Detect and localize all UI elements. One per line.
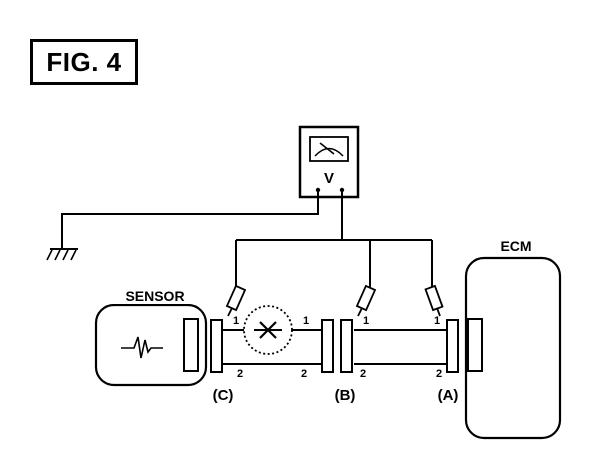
connector-b: [340, 319, 353, 373]
ground-lead: [46, 190, 319, 261]
pin-bm-2: 2: [301, 368, 307, 380]
meter-scale-arc: [314, 147, 344, 157]
meter-needle: [319, 142, 335, 155]
pin-a-1: 1: [434, 315, 440, 327]
probe-b: [355, 284, 377, 317]
pin-b-1: 1: [363, 315, 369, 327]
connector-a: [446, 319, 459, 373]
probe-a: [424, 284, 444, 317]
sensor-unit: [94, 303, 208, 387]
open-circuit-marker: [243, 305, 293, 355]
figure-title-box: FIG. 4: [30, 39, 138, 85]
probe-bus: [235, 190, 433, 287]
sensor-connector: [183, 318, 199, 372]
pin-b-2: 2: [360, 368, 366, 380]
ecm-unit: [464, 256, 562, 440]
probe-c: [225, 284, 247, 317]
figure-title: FIG. 4: [46, 46, 122, 77]
ecm-connector: [467, 318, 483, 372]
connector-b-label: (B): [335, 387, 356, 404]
sensor-label: SENSOR: [125, 288, 184, 304]
pin-c-1: 1: [233, 315, 239, 327]
pin-c-2: 2: [237, 368, 243, 380]
connector-a-label: (A): [438, 387, 459, 404]
voltmeter: V: [298, 125, 360, 199]
connector-c-label: (C): [213, 387, 234, 404]
pin-a-2: 2: [436, 368, 442, 380]
pin-bm-1: 1: [303, 315, 309, 327]
sensor-waveform-icon: [121, 336, 163, 359]
ecm-label: ECM: [500, 238, 531, 254]
connector-c: [210, 319, 223, 373]
meter-symbol: V: [324, 170, 334, 187]
connector-b-mate: [321, 319, 334, 373]
